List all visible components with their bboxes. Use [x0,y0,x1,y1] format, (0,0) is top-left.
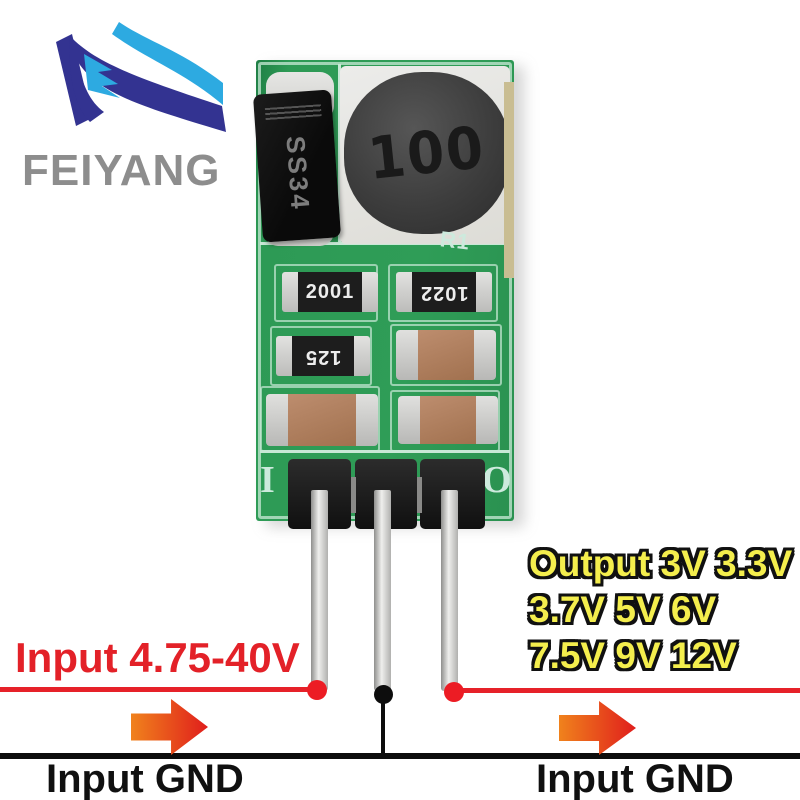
smd-resistor-125: 125 [276,336,370,376]
inductor: 100 [344,72,510,234]
silkscreen-cell [390,324,502,386]
output-pin-dot [444,682,464,702]
flow-arrow-left-icon [131,699,208,755]
solder-cap [476,272,492,312]
output-pin [441,490,458,691]
gnd-wire-vertical [381,694,385,755]
header-gap-tab [417,477,422,513]
brand-logo [56,22,226,132]
gnd-wire-horizontal [0,753,800,759]
silkscreen-in-marking: I [260,459,275,501]
diode-cathode-band [264,104,322,121]
capacitor-body [418,330,474,380]
solder-cap [476,396,498,444]
inductor-value-label: 100 [365,113,489,193]
smd-capacitor [398,396,498,444]
solder-cap [396,272,412,312]
input-wire-line [0,687,320,692]
smd-capacitor [396,330,496,380]
schottky-diode: SS34 [252,89,342,243]
input-voltage-label: Input 4.75-40V [15,634,300,681]
gnd-label-left: Input GND [46,757,244,800]
output-voltage-label: Output 3V 3.3V 3.7V 5V 6V 7.5V 9V 12V [529,541,792,679]
smd-capacitor [266,394,378,446]
silkscreen-cell [270,326,372,386]
smd-resistor-1022: 1022 [396,272,492,312]
resistor-label: 1022 [412,272,476,312]
solder-cap [276,336,292,376]
board-edge-strip [504,82,514,278]
silkscreen-divider-vertical [338,64,341,244]
gnd-pin [374,490,391,691]
solder-cap [356,394,378,446]
resistor-label: 2001 [298,272,362,312]
logo-swoosh-light [112,22,223,105]
solder-cap [396,330,418,380]
ref-designator-r1: R1 [438,226,472,255]
solder-cap [266,394,288,446]
output-line-3: 7.5V 9V 12V [529,635,737,676]
solder-cap [474,330,496,380]
solder-cap [362,272,378,312]
output-wire-line [452,688,800,693]
silkscreen-cell [260,386,380,452]
solder-cap [398,396,420,444]
capacitor-body [420,396,476,444]
smd-resistor-2001: 2001 [282,272,378,312]
solder-cap [282,272,298,312]
input-pin-dot [307,680,327,700]
header-gap-tab [351,477,356,513]
logo-zigzag [84,54,120,98]
solder-cap [354,336,370,376]
output-line-1: Output 3V 3.3V [529,543,793,584]
silkscreen-out-marking: O [482,459,512,501]
output-line-2: 3.7V 5V 6V [529,589,717,630]
input-pin [311,490,328,691]
silkscreen-header-line [260,450,510,453]
capacitor-body [288,394,356,446]
silkscreen-cell [388,264,498,322]
gnd-label-right: Input GND [536,757,734,800]
flow-arrow-right-icon [559,701,636,755]
resistor-label: 125 [292,336,354,376]
pcb-board: 100 SS34 R1 2001 1022 125 [252,60,514,521]
silkscreen-cell [390,390,500,452]
diode-part-label: SS34 [280,135,316,213]
brand-name: FEIYANG [22,146,221,195]
logo-flag [69,36,226,132]
